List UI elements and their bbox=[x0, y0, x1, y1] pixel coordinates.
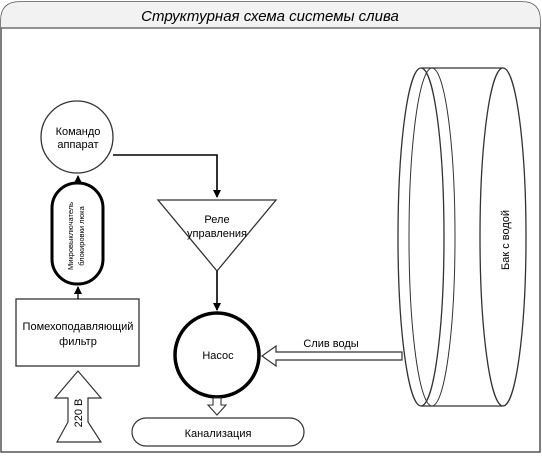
control-relay-label-1: Реле bbox=[204, 214, 229, 226]
edge-pump-to-sewer bbox=[206, 397, 228, 416]
sewer-label: Канализация bbox=[185, 428, 252, 440]
diagram-title: Структурная схема системы слива bbox=[141, 8, 399, 25]
power-label: 220 В bbox=[73, 399, 85, 428]
drain-label: Слив воды bbox=[303, 338, 358, 350]
edge-tank-to-pump: Слив воды bbox=[260, 338, 403, 368]
title-band bbox=[1, 2, 540, 28]
microswitch-node: Микровыключатель блокировки люка bbox=[50, 181, 105, 286]
pump-node: Насос bbox=[173, 311, 261, 399]
edge-controller-to-relay bbox=[113, 154, 221, 198]
water-tank: Бак с водой bbox=[397, 67, 527, 407]
noise-filter-label-2: фильтр bbox=[59, 336, 97, 348]
power-input-arrow: 220 В bbox=[53, 370, 103, 443]
pump-label: Насос bbox=[202, 350, 234, 362]
command-apparatus-label-1: Командо bbox=[56, 126, 101, 138]
noise-filter-label-1: Помехоподавляющий bbox=[23, 321, 134, 333]
microswitch-label-1: Микровыключатель bbox=[66, 202, 75, 270]
command-apparatus-node: Командо аппарат bbox=[40, 100, 114, 174]
noise-filter-node: Помехоподавляющий фильтр bbox=[15, 298, 140, 367]
control-relay-node: Реле управления bbox=[156, 199, 278, 273]
tank-label: Бак с водой bbox=[500, 210, 512, 270]
control-relay-label-2: управления bbox=[187, 228, 247, 240]
command-apparatus-label-2: аппарат bbox=[57, 139, 98, 151]
microswitch-label-2: блокировки люка bbox=[77, 205, 86, 265]
sewer-node: Канализация bbox=[131, 417, 305, 447]
